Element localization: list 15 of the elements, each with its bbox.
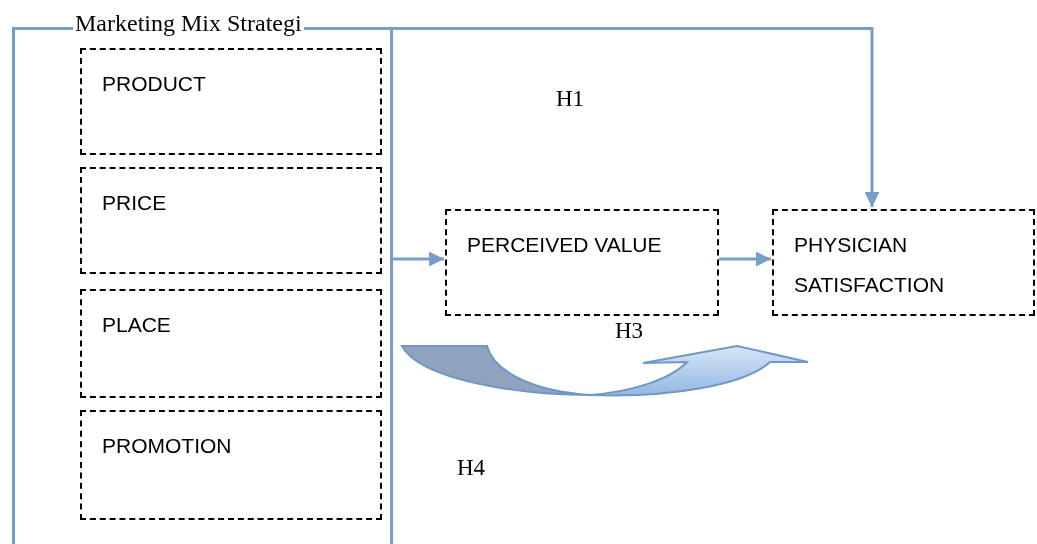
dashed-box [772, 209, 1035, 316]
box-label: PRODUCT [102, 71, 207, 97]
box-label: PERCEIVED VALUE [467, 232, 663, 258]
box-label: PLACE [102, 312, 172, 338]
box-label: PRICE [102, 190, 168, 216]
arrow [719, 251, 771, 267]
dashed-box [80, 48, 382, 155]
dashed-box [80, 289, 382, 398]
box-label: PHYSICIAN SATISFACTION [794, 232, 946, 298]
dashed-box [80, 167, 382, 274]
arrow [393, 251, 444, 267]
box-label: PROMOTION [102, 433, 233, 459]
arrow [391, 27, 880, 207]
dashed-box [80, 410, 382, 520]
dashed-box [445, 209, 719, 316]
